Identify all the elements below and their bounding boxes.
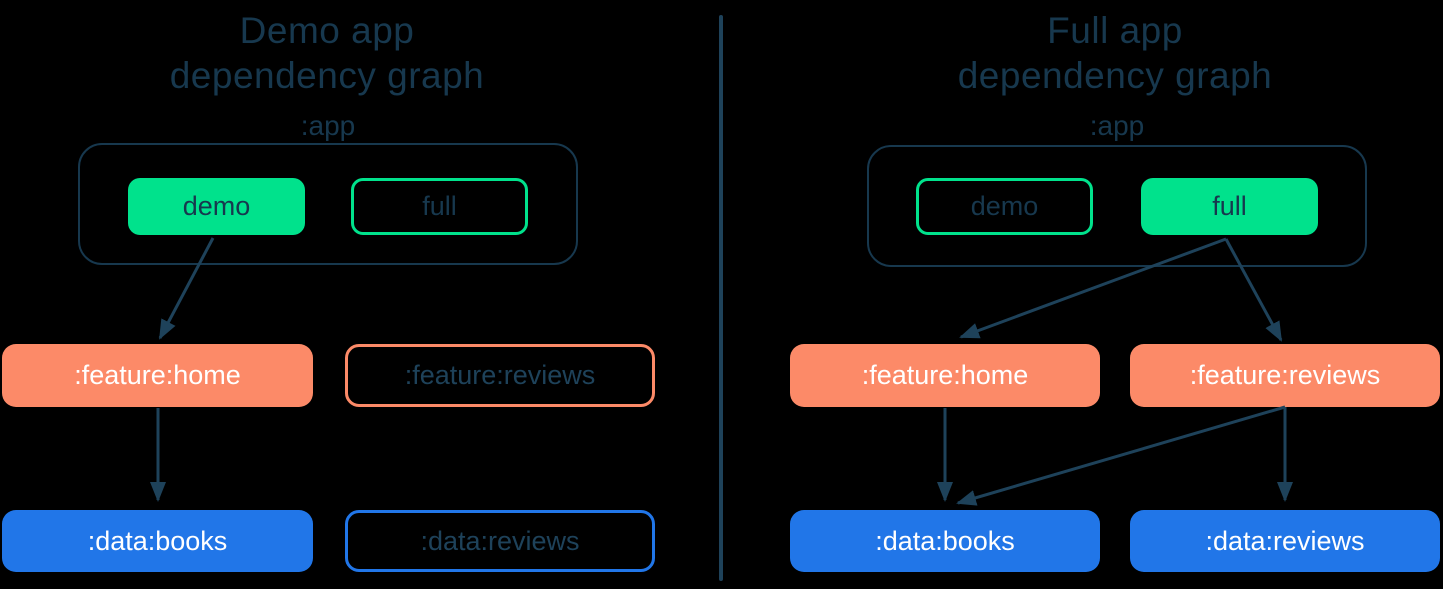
full-variant-demo-label: demo <box>970 191 1039 221</box>
full-data-reviews-label: :data:reviews <box>1205 525 1365 556</box>
demo-panel-title-line2: dependency graph <box>169 55 485 96</box>
demo-feature-home-box: :feature:home <box>2 344 313 407</box>
full-data-books-box: :data:books <box>790 510 1100 572</box>
demo-data-reviews-label: :data:reviews <box>420 525 580 556</box>
demo-variant-full-label: full <box>422 191 457 221</box>
demo-panel-title: Demo app dependency graph <box>127 8 527 98</box>
demo-data-reviews-box: :data:reviews <box>345 510 655 572</box>
full-data-books-label: :data:books <box>875 525 1015 556</box>
demo-variant-demo-box: demo <box>128 178 305 235</box>
full-data-reviews-box: :data:reviews <box>1130 510 1440 572</box>
full-feature-reviews-box: :feature:reviews <box>1130 344 1440 407</box>
demo-variant-demo-label: demo <box>182 191 251 221</box>
demo-feature-home-label: :feature:home <box>74 360 241 390</box>
full-variant-full-label: full <box>1212 191 1247 221</box>
arrow-feature-reviews-to-data-books <box>956 405 1286 506</box>
full-panel-title-line1: Full app <box>1047 10 1183 51</box>
demo-panel-title-line1: Demo app <box>239 10 415 51</box>
full-app-label: :app <box>1089 110 1145 141</box>
full-variant-demo-box: demo <box>916 178 1093 235</box>
full-feature-home-box: :feature:home <box>790 344 1100 407</box>
demo-feature-reviews-box: :feature:reviews <box>345 344 655 407</box>
full-panel-title-line2: dependency graph <box>957 55 1273 96</box>
full-feature-reviews-label: :feature:reviews <box>1189 360 1381 390</box>
full-panel-title: Full app dependency graph <box>915 8 1315 98</box>
full-variant-full-box: full <box>1141 178 1318 235</box>
demo-app-label: :app <box>300 110 356 141</box>
demo-feature-reviews-label: :feature:reviews <box>404 360 596 390</box>
demo-data-books-box: :data:books <box>2 510 313 572</box>
full-feature-home-label: :feature:home <box>861 360 1029 390</box>
demo-app-group-box <box>78 143 578 265</box>
demo-data-books-label: :data:books <box>87 525 228 556</box>
demo-variant-full-box: full <box>351 178 528 235</box>
panel-divider <box>719 15 723 581</box>
